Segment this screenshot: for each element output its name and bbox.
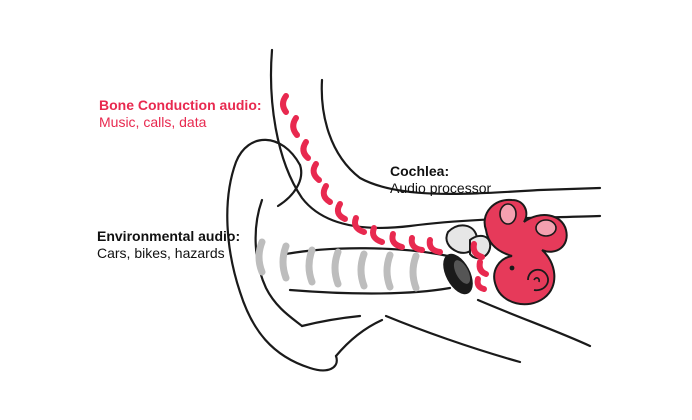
air-wave-arcs (255, 238, 420, 292)
bone-wave-arcs (280, 93, 489, 292)
bone-conduction-label: Bone Conduction audio: Music, calls, dat… (99, 97, 262, 131)
bone-conduction-title: Bone Conduction audio: (99, 97, 262, 113)
cochlea-illustration (483, 198, 568, 306)
environmental-title: Environmental audio: (97, 228, 241, 244)
bone-conduction-subtitle: Music, calls, data (99, 114, 207, 130)
ossicles (445, 224, 492, 260)
ear-illustration (226, 138, 592, 372)
environmental-label: Environmental audio: Cars, bikes, hazard… (97, 228, 240, 262)
cochlea-subtitle: Audio processor (390, 180, 492, 196)
earbud-illustration (443, 253, 473, 295)
cochlea-title: Cochlea: (390, 163, 450, 179)
environmental-subtitle: Cars, bikes, hazards (97, 245, 225, 261)
cochlea-label: Cochlea: Audio processor (390, 163, 491, 197)
head-outline (269, 48, 602, 229)
